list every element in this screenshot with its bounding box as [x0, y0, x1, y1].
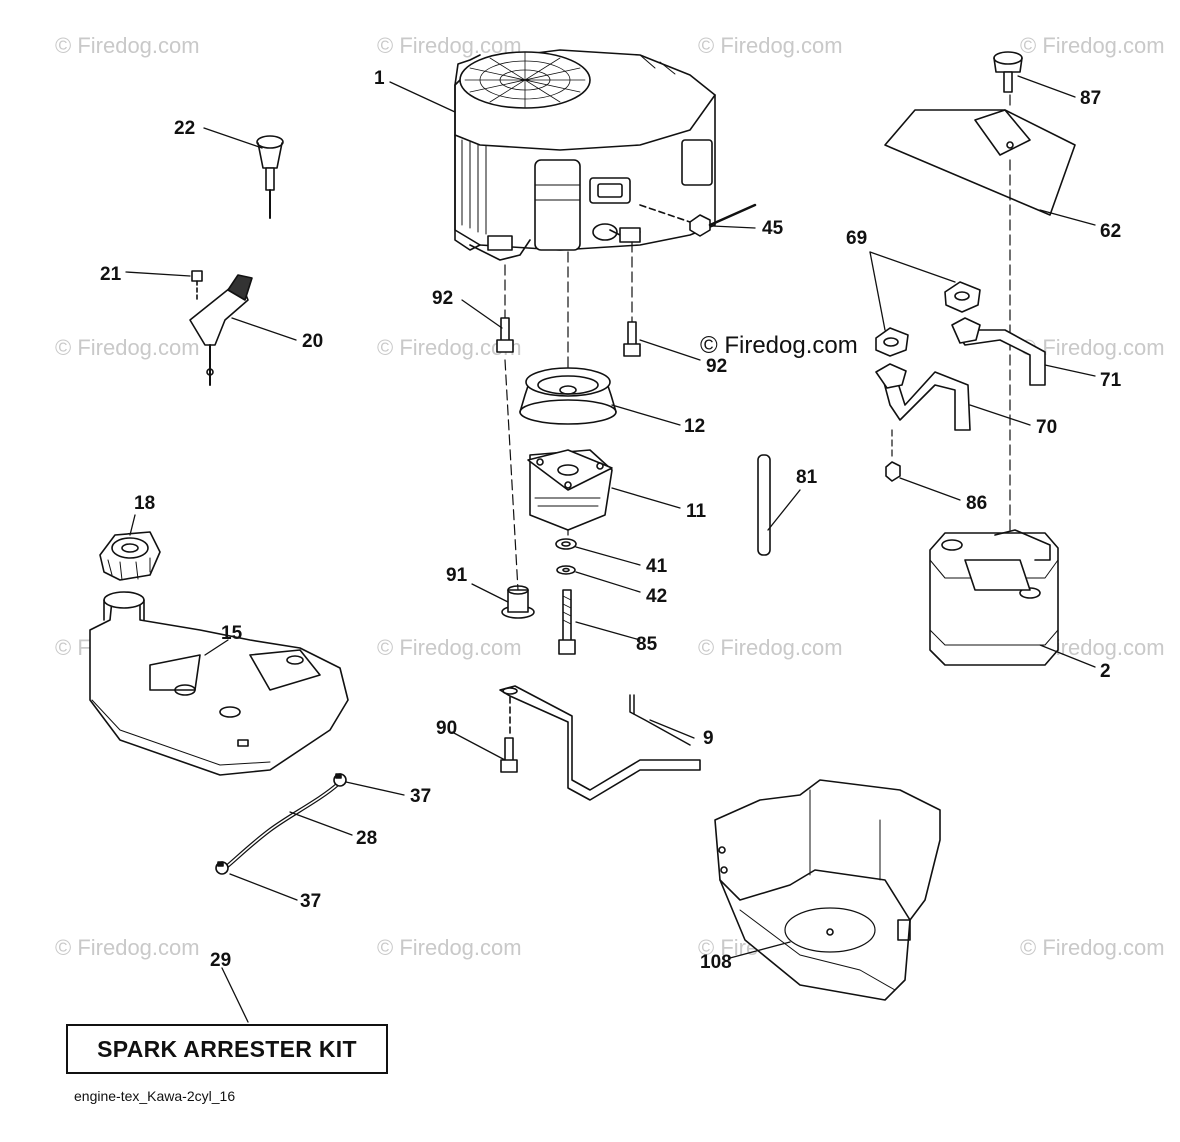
bolt-part: [623, 321, 641, 357]
callout-28: 28: [356, 828, 378, 849]
callout-87: 87: [1080, 88, 1102, 109]
exhaust-pipe-part: [875, 363, 971, 431]
bolt-part: [500, 737, 518, 773]
exhaust-pipe-part: [951, 317, 1046, 386]
fuel-tank-part: [89, 591, 349, 776]
hose-clamp-part: [333, 773, 347, 787]
callout-20: 20: [302, 331, 324, 352]
throttle-control-part: [189, 270, 253, 386]
callout-70: 70: [1036, 417, 1058, 438]
fuel-hose-part: [223, 782, 340, 870]
callout-1: 1: [374, 68, 385, 89]
callout-108: 108: [700, 952, 732, 973]
callout-29: 29: [210, 950, 232, 971]
exhaust-gasket-part: [875, 327, 909, 357]
callout-42: 42: [646, 586, 668, 607]
spark-arrester-kit-box: SPARK ARRESTER KIT: [66, 1024, 388, 1074]
callout-37: 37: [300, 891, 322, 912]
callout-9: 9: [703, 728, 714, 749]
watermark: © Firedog.com: [55, 935, 200, 960]
spacer-part: [501, 585, 535, 619]
callout-90: 90: [436, 718, 458, 739]
callout-92: 92: [432, 288, 454, 309]
lock-washer-part: [556, 565, 576, 575]
muffler-part: [929, 529, 1059, 666]
callout-62: 62: [1100, 221, 1122, 242]
nut-part: [885, 461, 901, 482]
callout-18: 18: [134, 493, 156, 514]
callout-92: 92: [706, 356, 728, 377]
exhaust-gasket-part: [944, 281, 981, 313]
callout-41: 41: [646, 556, 668, 577]
callout-21: 21: [100, 264, 122, 285]
watermark: © Firedog.com: [377, 635, 522, 660]
leader-lines: [125, 75, 1096, 1023]
engine-part: [454, 49, 716, 261]
clutch-bolt-part: [558, 589, 576, 655]
callout-2: 2: [1100, 661, 1111, 682]
drain-bolt-part: [639, 203, 757, 237]
dipstick-tube-part: [757, 454, 771, 556]
watermark: © Firedog.com: [698, 635, 843, 660]
washer-part: [555, 538, 577, 550]
callout-15: 15: [221, 623, 243, 644]
watermark: © Firedog.com: [55, 335, 200, 360]
callout-85: 85: [636, 634, 658, 655]
watermark: © Firedog.com: [698, 33, 843, 58]
callout-22: 22: [174, 118, 196, 139]
callout-12: 12: [684, 416, 706, 437]
drawing-file-id: engine-tex_Kawa-2cyl_16: [74, 1088, 236, 1104]
callout-81: 81: [796, 467, 818, 488]
callout-86: 86: [966, 493, 988, 514]
pulley-part: [519, 367, 617, 425]
callout-71: 71: [1100, 370, 1122, 391]
callout-91: 91: [446, 565, 468, 586]
callout-69: 69: [846, 228, 868, 249]
heat-shield-part: [884, 109, 1076, 216]
wing-knob-part: [993, 51, 1023, 93]
watermark: © Firedog.com: [377, 935, 522, 960]
callout-45: 45: [762, 218, 784, 239]
control-knob-part: [256, 135, 284, 219]
callout-11: 11: [686, 501, 707, 522]
electric-clutch-part: [527, 449, 613, 531]
bracket-part: [499, 685, 701, 801]
bolt-part: [496, 317, 514, 353]
spark-arrester-kit-label: SPARK ARRESTER KIT: [97, 1035, 357, 1062]
callout-37: 37: [410, 786, 432, 807]
watermark: © Firedog.com: [1020, 33, 1165, 58]
hose-clamp-part: [215, 861, 229, 875]
fuel-cap-part: [99, 531, 161, 581]
copyright-mark: © Firedog.com: [700, 332, 858, 359]
engine-guard-part: [714, 779, 941, 1001]
watermark: © Firedog.com: [55, 33, 200, 58]
watermark: © Firedog.com: [1020, 935, 1165, 960]
